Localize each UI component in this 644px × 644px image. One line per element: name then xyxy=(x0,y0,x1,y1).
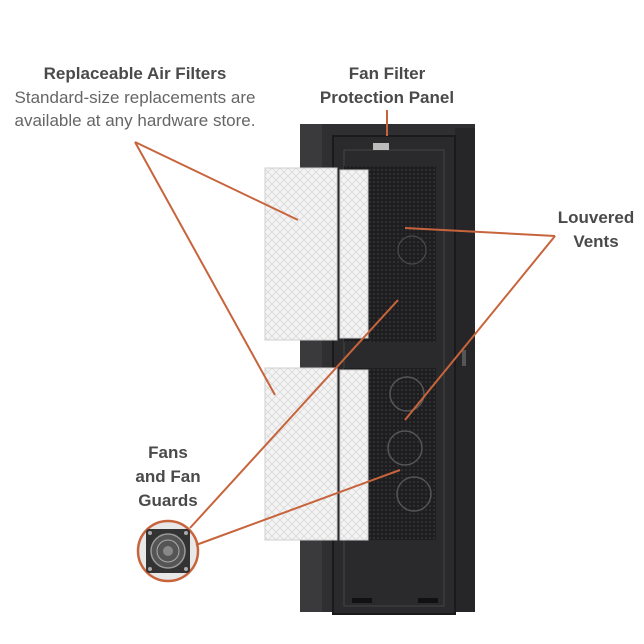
panel-badge xyxy=(373,143,389,150)
callout-lines xyxy=(134,110,556,546)
air-filter-upper xyxy=(264,167,369,341)
fan-3 xyxy=(396,476,432,512)
air-filters-title: Replaceable Air Filters xyxy=(43,64,227,83)
fan-filter-panel-line1: Fan Filter xyxy=(348,64,426,83)
callout-line-air-filter-lower xyxy=(134,141,276,396)
callout-line-fan-2 xyxy=(195,469,401,546)
callout-line-vent-lower xyxy=(404,235,556,421)
louvered-vents-line2: Vents xyxy=(573,232,619,251)
fans-line3: Guards xyxy=(138,491,198,510)
louvered-vents-callout: Louvered Vents xyxy=(548,206,644,254)
fans-line2: and Fan xyxy=(135,467,201,486)
callout-line-air-filter-upper xyxy=(134,141,299,221)
fans-line1: Fans xyxy=(148,443,188,462)
air-filter-lower xyxy=(264,367,369,541)
fan-filter-panel-line2: Protection Panel xyxy=(319,88,455,107)
fan-filter-panel-callout: Fan Filter Protection Panel xyxy=(300,62,474,110)
fan-guard-inset xyxy=(136,519,200,583)
fan-1 xyxy=(389,376,425,412)
fan-2 xyxy=(387,430,423,466)
callout-line-fan-1 xyxy=(189,299,399,529)
air-filters-desc-line1: Standard-size replacements are xyxy=(14,88,256,107)
air-filters-callout: Replaceable Air Filters Standard-size re… xyxy=(0,62,270,132)
callout-line-vent-upper xyxy=(404,227,556,237)
air-filters-desc-line2: available at any hardware store. xyxy=(14,111,256,130)
louvered-vents-line1: Louvered xyxy=(557,208,635,227)
fans-callout: Fans and Fan Guards xyxy=(118,441,218,513)
